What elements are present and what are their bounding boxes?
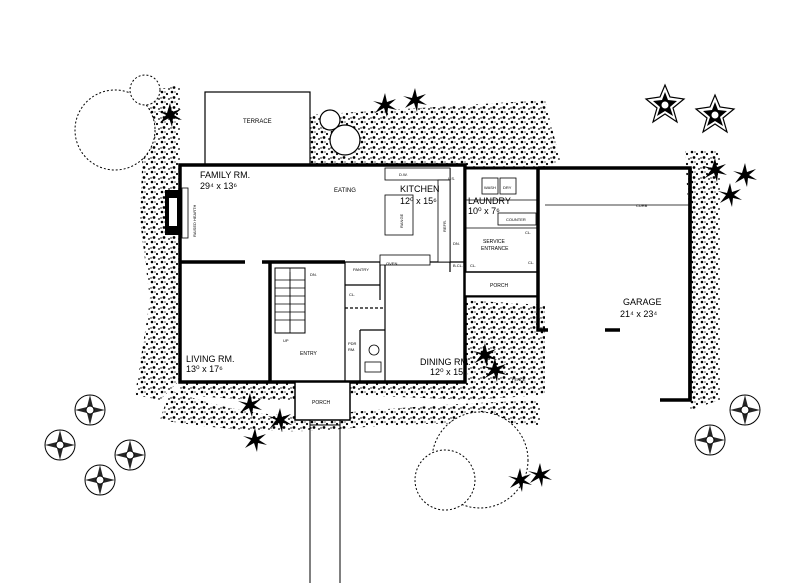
front-porch [294,381,351,421]
toilet [368,344,380,356]
fixture-labels: RAISED HEARTH D.W. L.S. WASH DRY COUNTER… [192,172,648,382]
dryer [499,177,517,195]
kitchen-dims: 12⁰ x 15⁶ [400,196,437,206]
oven-label: OVEN [386,261,397,266]
down-label: DN. [453,241,460,246]
entry-label: ENTRY [300,351,318,357]
oven-counter [379,254,431,266]
garage-dims: 21⁴ x 23⁴ [620,309,657,319]
kitchen-counter-side [437,179,451,263]
broom-closet-label: B.CL. [453,263,463,268]
wash-label: WASH [484,185,496,190]
fence-label: FENCE [512,377,526,382]
range-label: RANGE [399,213,404,228]
dining-room-label: DINING RM. [420,357,471,367]
tree-canopies [74,74,529,511]
stair-down-label: DN. [310,272,317,277]
counter-label: COUNTER [506,217,526,222]
service-porch [464,271,539,297]
garage-outline [536,166,692,402]
dishwasher-label: D.W. [399,172,408,177]
fireplace [165,187,189,239]
service-entrance-label-1: SERVICE [483,239,506,245]
front-porch-label: PORCH [312,400,330,406]
closet-label-porch: CL. [528,260,534,265]
eating-label: EATING [334,188,356,194]
service-porch-label: PORCH [490,283,508,289]
service-entrance-label-2: ENTRANCE [481,246,509,252]
lazy-susan-label: L.S. [448,176,455,181]
pdr-label-2: RM. [348,347,355,352]
dining-room-dims: 12⁰ x 15⁶ [430,367,467,377]
curb-label: CURB [636,203,648,208]
pantry-label: PANTRY [353,267,369,272]
pdr-label-1: PDR [348,341,357,346]
room-labels: TERRACE FAMILY RM. 29⁴ x 13⁶ EATING KITC… [186,119,662,406]
interior-walls [180,168,538,382]
closet-label-laundry: CL. [525,230,531,235]
living-room-dims: 13⁰ x 17⁶ [186,364,223,374]
family-room-dims: 29⁴ x 13⁶ [200,181,237,191]
terrace-label: TERRACE [243,119,272,125]
closet-label-hall: CL. [349,292,355,297]
dry-label: DRY [503,185,512,190]
kitchen-label: KITCHEN [400,184,440,194]
laundry-counter [497,212,537,226]
front-walk [309,420,341,583]
living-room-label: LIVING RM. [186,354,235,364]
kitchen-counter-top [384,167,451,181]
sink [364,361,382,373]
stair [274,267,306,334]
garage-label: GARAGE [623,297,662,307]
stair-up-label: UP [283,338,289,343]
closet-label-service: CL. [470,263,476,268]
refrigerator-label: REFR. [442,220,447,232]
laundry-label: LAUNDRY [468,196,511,206]
laundry-dims: 10⁰ x 7⁶ [468,206,500,216]
terrace [204,91,311,166]
kitchen-island [384,194,414,236]
washer [481,177,499,195]
raised-hearth-label: RAISED HEARTH [192,205,197,237]
family-room-label: FAMILY RM. [200,170,250,180]
